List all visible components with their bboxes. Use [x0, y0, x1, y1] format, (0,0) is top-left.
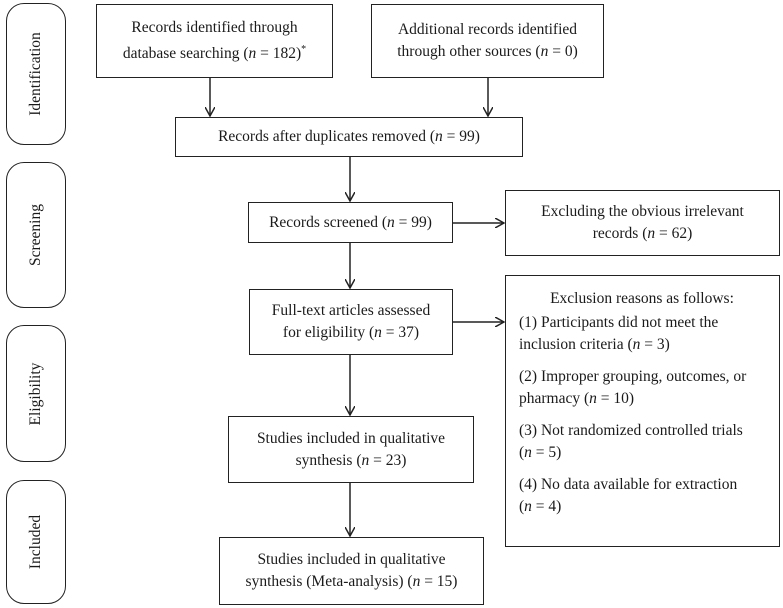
qualitative-synthesis-box: Studies included in qualitative synthesi… [228, 416, 474, 483]
exclusion-reason-3: (3) Not randomized controlled trials (n … [519, 422, 743, 461]
exclusion-reasons-box: Exclusion reasons as follows: (1) Partic… [505, 275, 780, 547]
fulltext-assessed-box: Full-text articles assessed for eligibil… [249, 289, 453, 355]
meta-analysis-box: Studies included in qualitative synthesi… [219, 537, 484, 605]
exclusion-reason-4: (4) No data available for extraction (n … [519, 476, 738, 515]
exclusion-reasons-title: Exclusion reasons as follows: [550, 290, 734, 307]
exclusion-reason-2: (2) Improper grouping, outcomes, or phar… [519, 368, 747, 407]
phase-eligibility: Eligibility [6, 325, 66, 462]
excluded-irrelevant-box: Excluding the obvious irrelevant records… [505, 190, 780, 256]
duplicates-removed-box: Records after duplicates removed (n = 99… [175, 117, 523, 157]
records-screened-box: Records screened (n = 99) [248, 202, 453, 243]
footnote-marker: * [301, 44, 307, 55]
other-sources-box: Additional records identified through ot… [371, 4, 604, 78]
database-search-box: Records identified through database sear… [96, 4, 333, 78]
phase-screening: Screening [6, 162, 66, 308]
phase-included: Included [6, 480, 66, 604]
exclusion-reason-1: (1) Participants did not meet the inclus… [519, 314, 719, 353]
phase-identification: Identification [6, 3, 66, 145]
